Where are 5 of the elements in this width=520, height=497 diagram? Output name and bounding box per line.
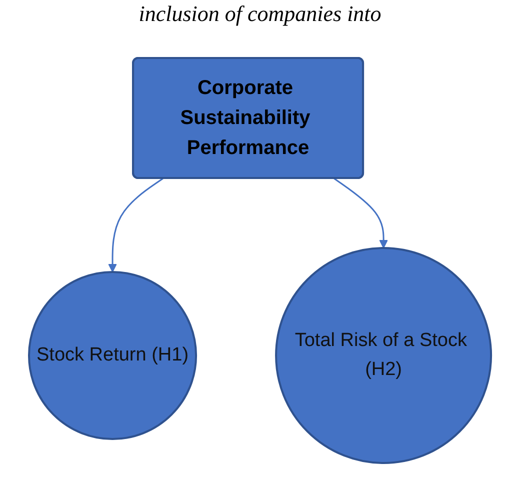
node-circle: Stock Return (H1) <box>28 270 198 440</box>
caption-text: inclusion of companies into <box>138 1 382 26</box>
arrow <box>334 178 388 248</box>
node-circle: Total Risk of a Stock (H2) <box>275 247 492 464</box>
arrow <box>108 178 164 272</box>
